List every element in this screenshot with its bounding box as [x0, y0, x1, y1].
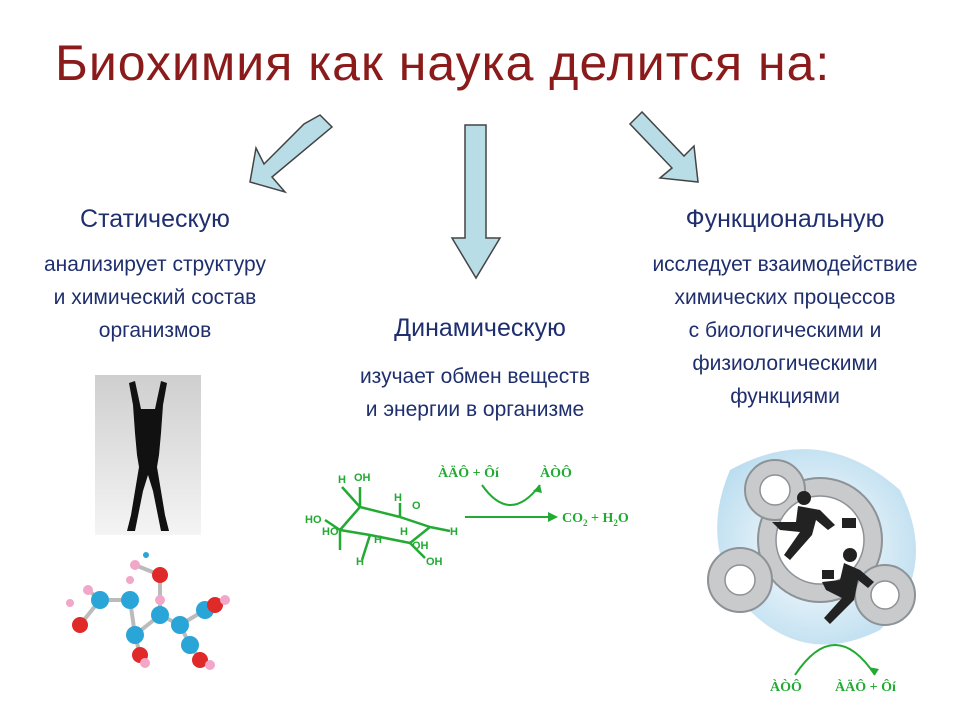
- glucose-label: H: [450, 526, 458, 538]
- reaction-bottom-left: ÀÒÔ: [770, 678, 802, 695]
- glucose-label: HO: [322, 526, 339, 538]
- reaction-bottom-diagram: ÀÒÔ ÀÄÔ + Ôí: [770, 644, 897, 695]
- desc-line: физиологическими: [692, 352, 878, 375]
- desc-line: химических процессов: [674, 286, 896, 309]
- glucose-structure-icon: H OH H O HO HO H H OH H H OH: [305, 472, 458, 568]
- branch-static-description: анализирует структуру и химический соста…: [0, 248, 310, 347]
- reaction-top-left: ÀÄÔ + Ôí: [438, 464, 500, 481]
- branch-dynamic-title: Динамическую: [394, 314, 566, 342]
- molecule-model-icon: [66, 552, 230, 670]
- gears-illustration-icon: [707, 449, 916, 645]
- person-silhouette-icon: [95, 375, 201, 535]
- branch-functional-description: исследует взаимодействие химических проц…: [600, 248, 960, 413]
- desc-line: и химический состав: [53, 286, 257, 309]
- glucose-label: OH: [354, 472, 371, 484]
- branch-functional-title: Функциональную: [685, 205, 885, 233]
- glucose-label: H: [338, 474, 346, 486]
- branch-dynamic-description: изучает обмен веществ и энергии в органи…: [315, 360, 635, 426]
- glucose-label: H: [356, 556, 364, 568]
- branch-static-title: Статическую: [80, 205, 230, 233]
- desc-line: функциями: [730, 385, 840, 408]
- reaction-top-right: ÀÒÔ: [540, 464, 572, 481]
- glucose-label: H: [374, 534, 382, 546]
- desc-line: с биологическими и: [688, 319, 882, 342]
- desc-line: организмов: [98, 319, 212, 342]
- desc-line: изучает обмен веществ: [359, 365, 591, 388]
- page-title: Биохимия как наука делится на:: [55, 35, 831, 91]
- glucose-label: H: [400, 526, 408, 538]
- glucose-label: OH: [412, 540, 429, 552]
- desc-line: анализирует структуру: [44, 253, 266, 276]
- reaction-product: CO2 + H2O: [562, 511, 629, 528]
- glucose-label: H: [394, 492, 402, 504]
- desc-line: и энергии в организме: [365, 398, 585, 421]
- glucose-label: OH: [426, 556, 443, 568]
- glucose-label: O: [412, 500, 421, 512]
- glucose-label: HO: [305, 514, 322, 526]
- desc-line: исследует взаимодействие: [652, 253, 918, 276]
- reaction-top-diagram: ÀÄÔ + Ôí ÀÒÔ CO2 + H2O: [438, 464, 629, 528]
- reaction-bottom-right: ÀÄÔ + Ôí: [835, 678, 897, 695]
